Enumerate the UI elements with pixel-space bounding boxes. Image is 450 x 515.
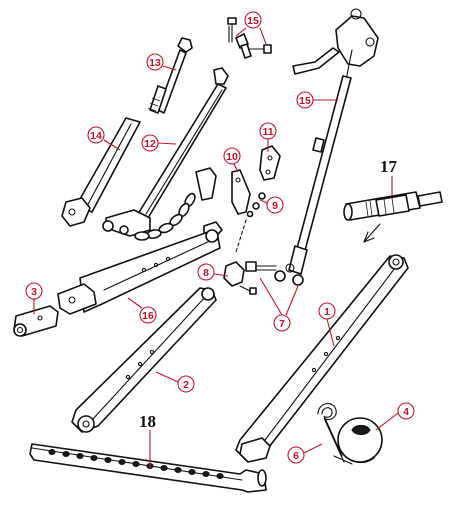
hardware-8: [223, 261, 257, 295]
callout-number: 13: [149, 57, 161, 69]
callout-leader-8: [213, 273, 229, 277]
callout-leader-15: [235, 27, 247, 37]
callout-15: 15: [296, 91, 314, 109]
callout-number: 2: [183, 379, 189, 391]
callout-number: 6: [293, 450, 299, 462]
callout-9: 9: [266, 196, 284, 214]
callout-circle: [259, 122, 277, 140]
callout-4: 4: [397, 402, 415, 420]
callout-number: 3: [31, 286, 37, 298]
callout-circle: [25, 282, 43, 300]
callout-11: 11: [259, 122, 277, 140]
callout-circle: [318, 302, 336, 320]
callout-circle: [296, 91, 314, 109]
callout-circle: [87, 126, 105, 144]
callout-1: 1: [318, 302, 336, 320]
callout-leader-4: [375, 412, 399, 431]
callout-leader-14: [103, 139, 121, 151]
callout-3: 3: [25, 282, 43, 300]
callout-7: 7: [273, 314, 291, 332]
callout-number: 15: [299, 95, 311, 107]
callout-number: 12: [144, 138, 156, 150]
bolt-set-15-top: [227, 17, 272, 59]
callout-leader-13: [162, 65, 177, 71]
callout-leader-12: [157, 142, 177, 145]
callout-8: 8: [197, 263, 215, 281]
callout-circle: [266, 196, 284, 214]
callout-number: 16: [142, 310, 154, 322]
callout-number: 14: [90, 130, 102, 142]
lift-rod-15: [285, 8, 379, 275]
spring-clip-6: [317, 403, 353, 465]
callout-number: 15: [247, 15, 259, 27]
callout-leader-15: [259, 27, 267, 45]
bracket-11: [259, 145, 281, 181]
callout-leader-16: [127, 297, 143, 309]
callout-number: 7: [279, 318, 285, 330]
callout-16: 16: [139, 306, 157, 324]
cross-shaft-17: [343, 191, 443, 243]
hardware-7: [245, 261, 304, 286]
pins-9: [235, 192, 266, 253]
callout-number: 11: [262, 126, 273, 138]
callout-10: 10: [223, 147, 241, 165]
callout-leader-1: [326, 318, 335, 347]
callout-leader-10: [233, 163, 239, 173]
callout-number: 9: [272, 200, 278, 212]
callout-circle: [139, 306, 157, 324]
callout-leader-7: [285, 285, 299, 316]
callout-leaders: [33, 27, 399, 454]
callout-circle: [244, 11, 262, 29]
callout-6: 6: [287, 446, 305, 464]
callout-circle: [141, 134, 159, 152]
callout-number: 1: [324, 306, 330, 318]
callout-leader-6: [303, 443, 323, 454]
callout-number: 4: [403, 406, 409, 418]
label-17: 17: [380, 157, 398, 176]
callout-14: 14: [87, 126, 105, 144]
callout-circle: [287, 446, 305, 464]
swivel-end-3: [13, 305, 59, 337]
callout-13: 13: [146, 53, 164, 71]
callout-15: 15: [244, 11, 262, 29]
callout-leader-2: [155, 371, 179, 383]
label-18: 18: [139, 412, 156, 431]
callout-leader-7: [259, 277, 283, 316]
callout-circle: [273, 314, 291, 332]
callout-number: 10: [226, 151, 238, 163]
callout-circle: [146, 53, 164, 71]
callout-circle: [397, 402, 415, 420]
callout-circle: [197, 263, 215, 281]
callout-12: 12: [141, 134, 159, 152]
callout-number: 8: [203, 267, 209, 279]
leveling-tube-14: [61, 117, 141, 227]
link-10: [231, 169, 251, 215]
leveling-rod-13: [147, 37, 193, 114]
callout-2: 2: [177, 375, 195, 393]
callout-circle: [223, 147, 241, 165]
callout-circle: [177, 375, 195, 393]
rod-12: [102, 67, 229, 237]
callout-leader-9: [259, 199, 268, 204]
lift-arm-2: [71, 287, 217, 433]
drawbar-18: [29, 443, 267, 493]
lift-arm-1: [235, 254, 409, 463]
lower-arm-16: [57, 229, 221, 315]
ball-4: [337, 417, 383, 463]
